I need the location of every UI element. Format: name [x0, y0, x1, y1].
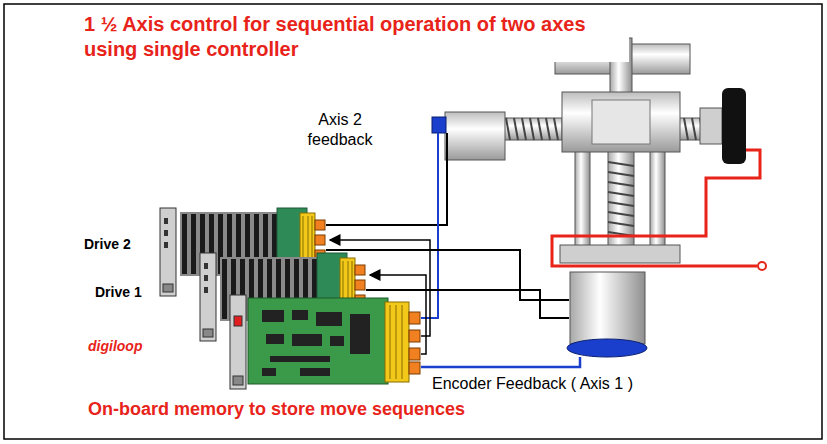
brand-label: digiloop	[88, 338, 142, 356]
diagram-title: 1 ½ Axis control for sequential operatio…	[84, 12, 629, 62]
motor-wire	[326, 250, 569, 300]
part-label: Drive 1	[95, 284, 142, 302]
controller-card	[230, 295, 420, 389]
frame-border	[4, 4, 822, 439]
xy-stage	[432, 38, 746, 357]
part-label: Drive 2	[84, 236, 131, 254]
diagram-caption: On-board memory to store move sequences	[88, 398, 465, 421]
command-wire	[370, 275, 426, 354]
cable-terminal	[758, 262, 766, 270]
signal-label: Axis 2 feedback	[298, 110, 382, 150]
motor-wire	[366, 290, 569, 318]
power-cable	[552, 150, 760, 266]
signal-label: Encoder Feedback ( Axis 1 )	[432, 374, 633, 394]
command-wire	[330, 240, 430, 336]
encoder-wire	[421, 357, 580, 367]
